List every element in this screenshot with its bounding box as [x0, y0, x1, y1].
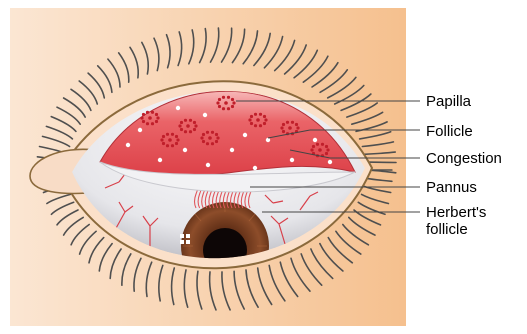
follicle-dot [230, 148, 234, 152]
follicle-dot [253, 166, 257, 170]
label-pannus: Pannus [426, 179, 477, 196]
follicle-dot [158, 158, 162, 162]
label-herberts-line1: Herbert's [426, 204, 486, 221]
label-follicle: Follicle [426, 123, 473, 140]
follicle-dot [138, 128, 142, 132]
follicle-dot [328, 160, 332, 164]
follicle-dot [206, 163, 210, 167]
follicle-dot [290, 158, 294, 162]
follicle-dot [176, 106, 180, 110]
follicle-dot [203, 113, 207, 117]
follicle-dot [266, 138, 270, 142]
follicle-dot [126, 143, 130, 147]
label-congestion: Congestion [426, 150, 502, 167]
label-papilla: Papilla [426, 93, 472, 110]
follicle-dot [183, 148, 187, 152]
follicle-dot [313, 138, 317, 142]
label-herberts-line2: follicle [426, 221, 468, 238]
follicle-dot [243, 133, 247, 137]
